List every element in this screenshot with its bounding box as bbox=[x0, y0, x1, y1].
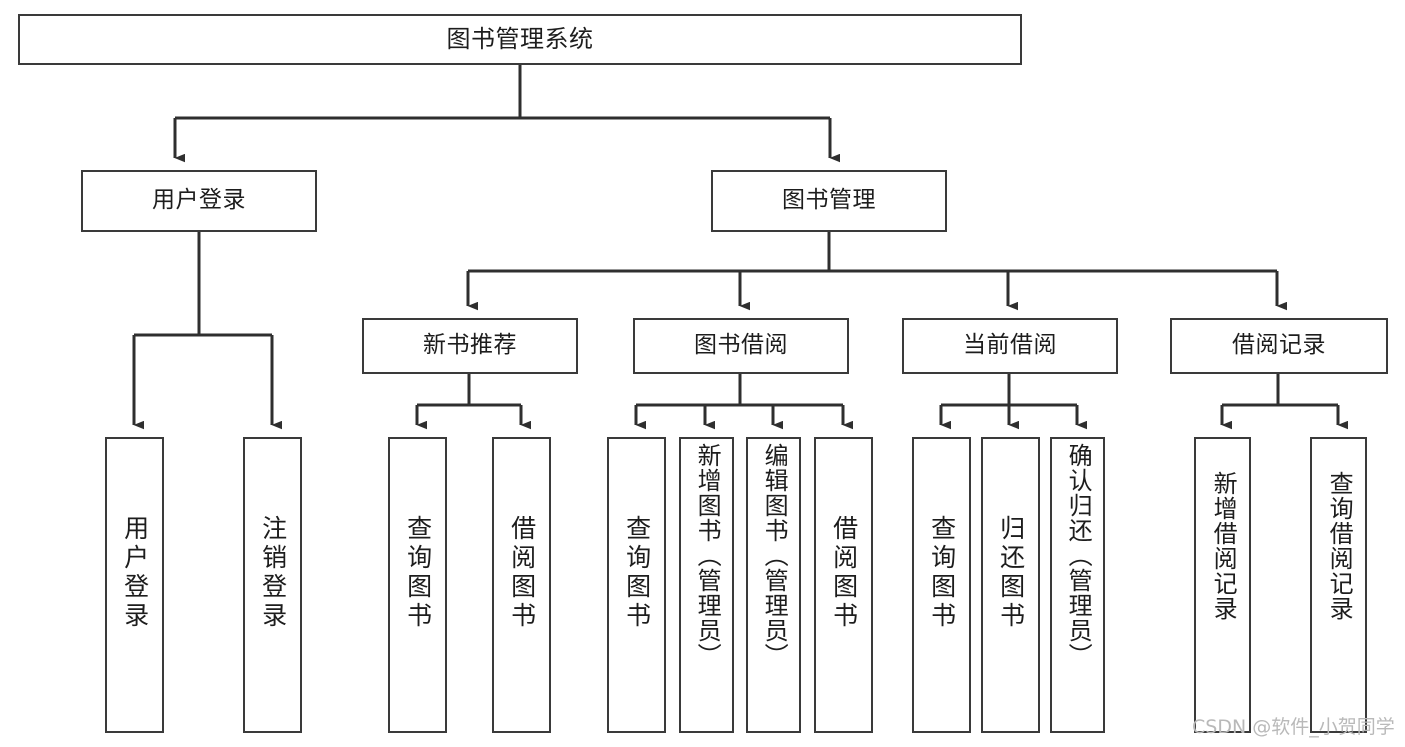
leaf-add-book-admin[interactable]: 新增图书（管理员） bbox=[679, 437, 734, 733]
edge-group-current-borrow bbox=[939, 374, 1087, 430]
node-new-book-recommend[interactable]: 新书推荐 bbox=[362, 318, 578, 374]
node-label: 新书推荐 bbox=[423, 332, 517, 359]
node-label: 编辑图书（管理员） bbox=[760, 443, 789, 668]
leaf-query-book-recommend[interactable]: 查询图书 bbox=[388, 437, 447, 733]
edge-group-borrow-record bbox=[1220, 374, 1348, 430]
node-label: 查询借阅记录 bbox=[1325, 471, 1354, 621]
node-label: 图书管理 bbox=[782, 187, 876, 214]
edge-group-root bbox=[173, 65, 840, 163]
node-label: 用户登录 bbox=[120, 515, 150, 631]
node-current-borrow[interactable]: 当前借阅 bbox=[902, 318, 1118, 374]
node-label: 新增图书（管理员） bbox=[693, 443, 722, 668]
leaf-borrow-book[interactable]: 借阅图书 bbox=[814, 437, 873, 733]
node-label: 当前借阅 bbox=[963, 332, 1057, 359]
node-label: 图书管理系统 bbox=[446, 25, 594, 54]
leaf-query-borrow-record[interactable]: 查询借阅记录 bbox=[1310, 437, 1367, 733]
edge-group-book-management bbox=[466, 232, 1287, 311]
leaf-edit-book-admin[interactable]: 编辑图书（管理员） bbox=[746, 437, 801, 733]
node-label: 借阅图书 bbox=[507, 515, 537, 631]
node-label: 归还图书 bbox=[996, 515, 1026, 631]
leaf-confirm-return-admin[interactable]: 确认归还（管理员） bbox=[1050, 437, 1105, 733]
leaf-add-borrow-record[interactable]: 新增借阅记录 bbox=[1194, 437, 1251, 733]
leaf-return-book[interactable]: 归还图书 bbox=[981, 437, 1040, 733]
leaf-query-book-borrow[interactable]: 查询图书 bbox=[607, 437, 666, 733]
node-borrow-record[interactable]: 借阅记录 bbox=[1170, 318, 1388, 374]
node-book-management[interactable]: 图书管理 bbox=[711, 170, 947, 232]
leaf-logout[interactable]: 注销登录 bbox=[243, 437, 302, 733]
node-label: 图书借阅 bbox=[694, 332, 788, 359]
edge-group-new-book-recommend bbox=[415, 374, 531, 430]
node-user-login[interactable]: 用户登录 bbox=[81, 170, 317, 232]
edge-group-user-login bbox=[132, 232, 282, 430]
node-book-borrow[interactable]: 图书借阅 bbox=[633, 318, 849, 374]
node-label: 查询图书 bbox=[403, 515, 433, 631]
node-label: 注销登录 bbox=[258, 515, 288, 631]
node-label: 确认归还（管理员） bbox=[1064, 443, 1093, 668]
node-label: 查询图书 bbox=[927, 515, 957, 631]
node-label: 借阅图书 bbox=[829, 515, 859, 631]
node-label: 新增借阅记录 bbox=[1209, 471, 1238, 621]
edge-group-book-borrow bbox=[634, 374, 853, 430]
leaf-borrow-book-recommend[interactable]: 借阅图书 bbox=[492, 437, 551, 733]
node-label: 用户登录 bbox=[152, 187, 246, 214]
leaf-query-book-current[interactable]: 查询图书 bbox=[912, 437, 971, 733]
node-label: 查询图书 bbox=[622, 515, 652, 631]
node-root-book-management-system[interactable]: 图书管理系统 bbox=[18, 14, 1022, 65]
csdn-watermark: CSDN @软件_小贺同学 bbox=[1192, 716, 1395, 738]
node-label: 借阅记录 bbox=[1232, 332, 1326, 359]
leaf-user-login[interactable]: 用户登录 bbox=[105, 437, 164, 733]
